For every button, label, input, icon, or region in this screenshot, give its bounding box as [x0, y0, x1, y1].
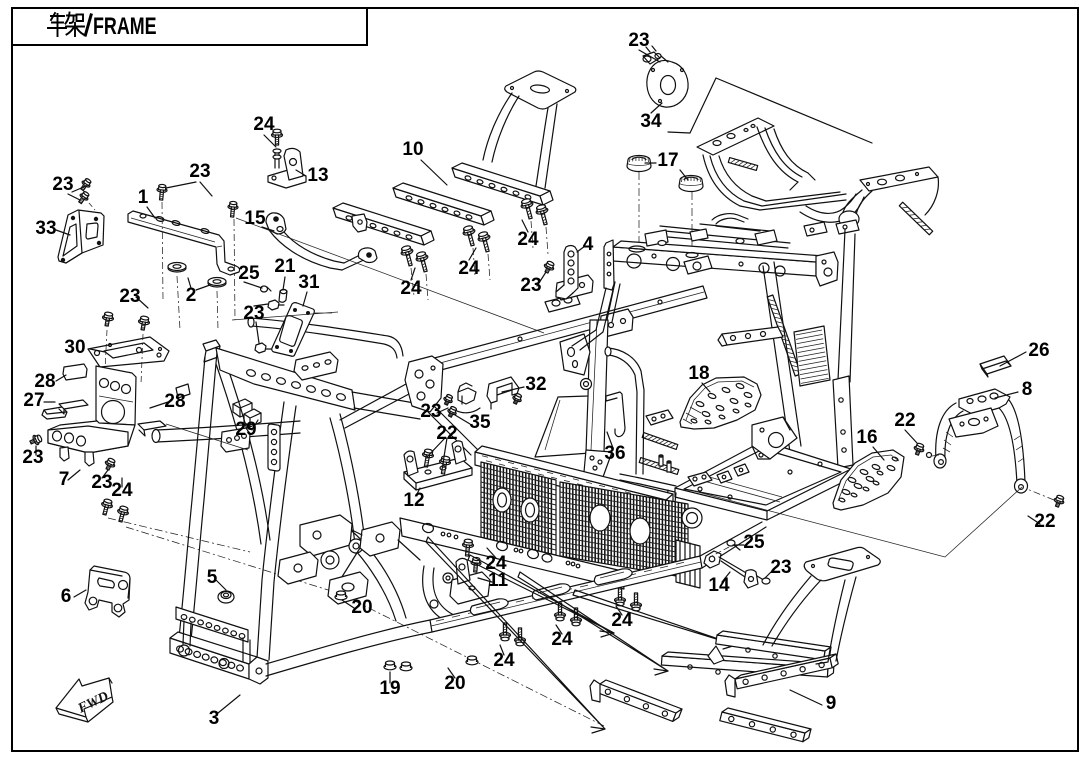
svg-text:23: 23 [91, 472, 112, 493]
svg-text:29: 29 [235, 419, 256, 440]
svg-text:5: 5 [207, 567, 218, 588]
svg-text:17: 17 [657, 150, 678, 171]
svg-text:26: 26 [1028, 340, 1049, 361]
svg-text:33: 33 [35, 218, 56, 239]
svg-text:24: 24 [111, 480, 133, 501]
svg-text:34: 34 [640, 111, 662, 132]
svg-text:24: 24 [517, 229, 539, 250]
svg-text:9: 9 [826, 693, 837, 714]
svg-text:11: 11 [488, 570, 509, 591]
svg-text:8: 8 [1022, 379, 1033, 400]
svg-text:14: 14 [708, 575, 730, 596]
svg-text:23: 23 [119, 286, 140, 307]
svg-text:18: 18 [688, 363, 709, 384]
svg-text:20: 20 [351, 597, 372, 618]
svg-text:24: 24 [253, 114, 275, 135]
svg-text:23: 23 [52, 174, 73, 195]
svg-text:24: 24 [485, 553, 507, 574]
svg-text:20: 20 [444, 673, 465, 694]
svg-text:23: 23 [243, 303, 264, 324]
svg-text:7: 7 [59, 469, 70, 490]
svg-text:32: 32 [525, 374, 546, 395]
svg-text:24: 24 [493, 650, 515, 671]
svg-text:28: 28 [34, 371, 55, 392]
svg-text:23: 23 [770, 557, 791, 578]
svg-text:2: 2 [186, 285, 197, 306]
svg-text:25: 25 [743, 532, 765, 553]
svg-text:27: 27 [23, 390, 44, 411]
svg-text:36: 36 [604, 443, 625, 464]
svg-text:23: 23 [22, 447, 43, 468]
svg-text:19: 19 [379, 678, 400, 699]
svg-text:30: 30 [64, 337, 85, 358]
svg-text:21: 21 [274, 256, 296, 277]
svg-text:23: 23 [189, 161, 210, 182]
svg-text:6: 6 [61, 586, 72, 607]
svg-text:23: 23 [420, 401, 441, 422]
svg-text:24: 24 [458, 258, 480, 279]
svg-text:23: 23 [628, 30, 649, 51]
svg-text:3: 3 [209, 708, 220, 729]
svg-text:16: 16 [856, 427, 877, 448]
svg-text:15: 15 [244, 208, 266, 229]
svg-text:1: 1 [138, 187, 149, 208]
svg-text:22: 22 [894, 410, 915, 431]
svg-text:24: 24 [551, 629, 573, 650]
svg-text:24: 24 [400, 278, 422, 299]
svg-text:35: 35 [469, 412, 491, 433]
svg-text:FRAME: FRAME [93, 12, 157, 39]
svg-text:13: 13 [307, 165, 328, 186]
svg-text:28: 28 [164, 391, 185, 412]
svg-text:22: 22 [436, 423, 457, 444]
svg-text:24: 24 [611, 610, 633, 631]
svg-text:31: 31 [298, 272, 320, 293]
svg-text:4: 4 [583, 234, 594, 255]
svg-text:10: 10 [402, 139, 423, 160]
svg-text:22: 22 [1034, 511, 1055, 532]
svg-text:12: 12 [403, 490, 424, 511]
svg-text:23: 23 [520, 275, 541, 296]
svg-text:25: 25 [238, 263, 260, 284]
